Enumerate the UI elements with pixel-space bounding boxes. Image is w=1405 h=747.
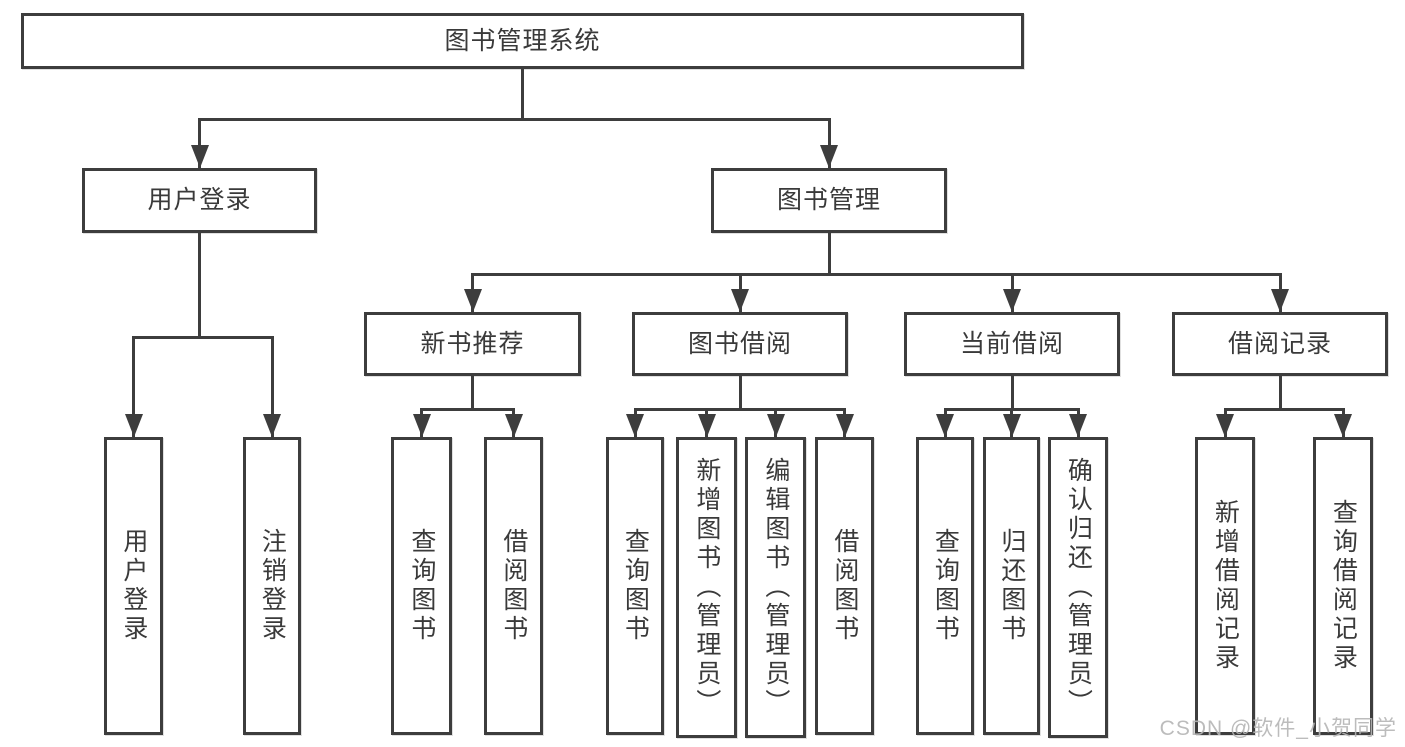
- edge-rail: [1223, 408, 1345, 411]
- node-book-borrow: 图书借阅: [632, 312, 848, 376]
- node-new-book-recommend: 新书推荐: [364, 312, 581, 376]
- node-br-add-record: 新增借阅记录: [1195, 437, 1255, 735]
- arrow-down-icon: [504, 414, 523, 437]
- node-bb-edit-books: 编辑图书（管理员）: [745, 437, 806, 738]
- arrow-down-icon: [1069, 414, 1087, 437]
- node-label-book-mgmt: 图书管理: [776, 186, 881, 215]
- edge-branch: [827, 118, 831, 168]
- arrow-down-icon: [124, 414, 143, 437]
- node-nb-query-books: 查询图书: [391, 437, 452, 735]
- edge-stem: [1010, 376, 1014, 408]
- edge-stem: [521, 69, 524, 118]
- node-book-mgmt: 图书管理: [711, 168, 947, 233]
- arrow-down-icon: [190, 145, 209, 168]
- node-label-root: 图书管理系统: [444, 26, 601, 55]
- arrow-down-icon: [626, 414, 644, 437]
- edge-rail: [132, 336, 274, 339]
- arrow-down-icon: [412, 414, 431, 437]
- arrow-down-icon: [936, 414, 954, 437]
- node-label-cb-confirm-return: 确认归还（管理员）: [1064, 457, 1093, 718]
- node-leaf-user-login: 用户登录: [104, 437, 163, 735]
- node-label-br-query-record: 查询借阅记录: [1329, 499, 1358, 673]
- node-label-leaf-user-login: 用户登录: [119, 528, 148, 644]
- node-cb-confirm-return: 确认归还（管理员）: [1048, 437, 1108, 738]
- edge-stem: [471, 376, 474, 408]
- node-label-borrow-records: 借阅记录: [1227, 329, 1332, 358]
- arrow-down-icon: [766, 414, 785, 437]
- node-label-current-borrow: 当前借阅: [959, 329, 1064, 358]
- csdn-watermark: CSDN @软件_小贺同学: [1159, 717, 1397, 740]
- node-leaf-logout: 注销登录: [243, 437, 301, 735]
- node-cb-return-books: 归还图书: [983, 437, 1040, 735]
- node-label-bb-borrow-books: 借阅图书: [830, 528, 859, 644]
- node-label-bb-add-books: 新增图书（管理员）: [692, 457, 721, 718]
- node-label-nb-query-books: 查询图书: [407, 528, 436, 644]
- node-label-br-add-record: 新增借阅记录: [1211, 499, 1240, 673]
- edge-stem: [827, 233, 831, 273]
- arrow-down-icon: [731, 289, 749, 312]
- node-current-borrow: 当前借阅: [904, 312, 1120, 376]
- node-label-cb-query-books: 查询图书: [931, 528, 960, 644]
- arrow-down-icon: [463, 289, 482, 312]
- arrow-down-icon: [1334, 414, 1352, 437]
- edge-branch: [198, 118, 201, 168]
- edge-branch: [270, 336, 274, 437]
- node-cb-query-books: 查询图书: [916, 437, 974, 735]
- node-label-user-login: 用户登录: [147, 186, 252, 215]
- arrow-down-icon: [1002, 414, 1021, 437]
- node-label-book-borrow: 图书借阅: [687, 329, 792, 358]
- node-user-login: 用户登录: [82, 168, 317, 233]
- node-label-leaf-logout: 注销登录: [258, 528, 287, 644]
- edge-rail: [633, 408, 846, 411]
- node-label-bb-edit-books: 编辑图书（管理员）: [761, 457, 790, 718]
- node-root: 图书管理系统: [21, 13, 1024, 69]
- edge-rail: [471, 273, 1282, 276]
- arrow-down-icon: [697, 414, 716, 437]
- arrow-down-icon: [820, 145, 838, 168]
- edge-stem: [738, 376, 742, 408]
- arrow-down-icon: [1003, 289, 1021, 312]
- node-label-nb-borrow-books: 借阅图书: [499, 528, 528, 644]
- node-label-new-book-recommend: 新书推荐: [420, 329, 525, 358]
- node-bb-borrow-books: 借阅图书: [815, 437, 874, 735]
- edge-stem: [198, 233, 201, 336]
- edge-rail: [420, 408, 515, 411]
- edge-stem: [1278, 376, 1282, 408]
- arrow-down-icon: [1271, 289, 1289, 312]
- arrow-down-icon: [835, 414, 854, 437]
- node-borrow-records: 借阅记录: [1172, 312, 1388, 376]
- node-br-query-record: 查询借阅记录: [1313, 437, 1373, 735]
- node-bb-query-books: 查询图书: [606, 437, 664, 735]
- node-label-cb-return-books: 归还图书: [997, 528, 1026, 644]
- node-label-bb-query-books: 查询图书: [621, 528, 650, 644]
- edge-rail: [198, 118, 831, 121]
- node-bb-add-books: 新增图书（管理员）: [676, 437, 737, 738]
- arrow-down-icon: [263, 414, 281, 437]
- arrow-down-icon: [1216, 414, 1234, 437]
- node-nb-borrow-books: 借阅图书: [484, 437, 543, 735]
- edge-branch: [132, 336, 135, 437]
